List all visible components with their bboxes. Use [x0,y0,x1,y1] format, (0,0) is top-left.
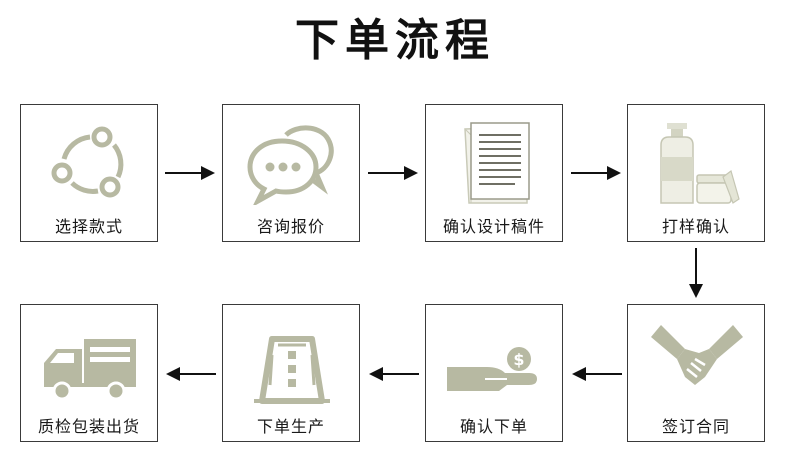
arrow-left-icon [166,367,216,381]
factory-tower-icon [254,336,330,404]
arrow-right-icon [165,166,215,180]
cycle-nodes-icon [51,126,124,198]
step-confirm-design: 确认设计稿件 [425,104,563,242]
step-label: 咨询报价 [256,217,325,236]
step-qc-packing-shipping: 质检包装出货 [20,304,158,442]
chat-bubbles-icon [247,125,334,205]
step-production: 下单生产 [222,304,360,442]
step-label: 打样确认 [661,217,730,236]
step-sample-confirm: 打样确认 [627,104,765,242]
hand-coin-icon: $ [447,347,537,391]
arrow-right-icon [571,166,621,180]
cosmetic-bottles-icon [660,123,740,204]
step-label: 质检包装出货 [37,417,140,436]
arrow-down-icon [689,248,703,298]
arrow-left-icon [369,367,419,381]
step-label: 确认设计稿件 [442,217,545,236]
svg-text:$: $ [513,350,524,369]
step-inquiry-quote: 咨询报价 [222,104,360,242]
step-label: 确认下单 [459,417,528,436]
step-label: 选择款式 [54,217,123,236]
handshake-icon [651,325,743,385]
step-sign-contract: 签订合同 [627,304,765,442]
step-select-style: 选择款式 [20,104,158,242]
arrow-right-icon [368,166,418,180]
delivery-truck-icon [44,339,136,401]
step-confirm-order: $ 确认下单 [425,304,563,442]
document-icon [464,122,530,204]
arrow-left-icon [572,367,622,381]
step-label: 签订合同 [661,417,730,436]
step-label: 下单生产 [256,417,325,436]
page-title: 下单流程 [295,15,495,66]
